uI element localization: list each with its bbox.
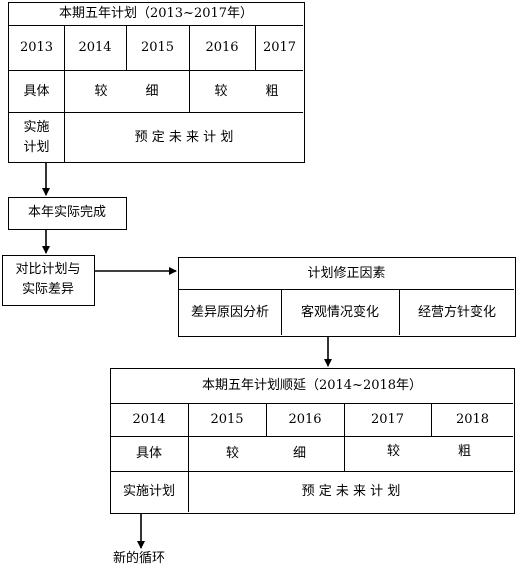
fine-char-1: 较 [94, 83, 108, 99]
divider [188, 472, 189, 512]
divider [255, 26, 256, 70]
divider [189, 26, 190, 70]
divider [179, 289, 514, 290]
compare-box: 对比计划与 实际差异 [2, 255, 95, 306]
top-plan-table: 本期五年计划（2013~2017年） 2013 2014 2015 2016 2… [8, 2, 305, 163]
factor-policy-change: 经营方针变化 [417, 304, 496, 320]
top-plan-label: 实施 计划 [9, 113, 64, 162]
bottom-plan-label: 实施计划 [122, 484, 175, 499]
bottom-year-2015: 2015 [210, 412, 244, 427]
coarse-char-2: 粗 [265, 83, 279, 99]
divider [64, 26, 65, 70]
fine-char-2: 细 [293, 446, 307, 461]
compare-label: 对比计划与 实际差异 [3, 256, 93, 304]
divider [111, 436, 513, 437]
divider [9, 25, 303, 26]
coarse-char-1: 较 [386, 444, 400, 459]
bottom-detail-label: 具体 [135, 446, 162, 461]
top-year-2016: 2016 [205, 40, 239, 55]
top-plan-text: 预 定 未 来 计 划 [134, 129, 234, 145]
divider [9, 70, 303, 71]
bottom-year-2018: 2018 [455, 412, 490, 427]
fine-char-2: 细 [145, 83, 159, 99]
compare-line-1: 对比计划与 [15, 262, 81, 277]
top-detail-label: 具体 [23, 83, 50, 99]
divider [111, 471, 513, 472]
revision-title: 计划修正因素 [307, 265, 386, 281]
divider [126, 26, 127, 70]
divider [266, 404, 267, 436]
bottom-detail-coarse: 较 粗 [345, 435, 513, 469]
compare-line-2: 实际差异 [21, 282, 74, 297]
plan-label-line-2: 计划 [23, 139, 50, 155]
divider [64, 71, 65, 112]
bottom-table-title: 本期五年计划顺延（2014~2018年） [201, 378, 423, 393]
divider [344, 404, 345, 436]
top-year-2014: 2014 [78, 40, 112, 55]
fine-char-1: 较 [225, 446, 239, 461]
new-cycle-label: 新的循环 [113, 551, 166, 566]
bottom-year-2017: 2017 [370, 412, 405, 427]
top-year-2015: 2015 [140, 40, 175, 55]
bottom-detail-fine: 较 细 [189, 437, 343, 471]
top-table-title: 本期五年计划（2013~2017年） [58, 6, 254, 21]
divider [188, 437, 189, 471]
divider [431, 404, 432, 436]
divider [9, 112, 303, 113]
coarse-char-2: 粗 [458, 444, 472, 459]
bottom-year-2014: 2014 [132, 412, 166, 427]
divider [344, 437, 345, 471]
factor-variance-analysis: 差异原因分析 [190, 304, 269, 320]
divider [188, 404, 189, 436]
annual-actual-label: 本年实际完成 [27, 205, 106, 220]
divider [189, 71, 190, 112]
top-detail-coarse: 较 粗 [190, 71, 303, 112]
bottom-plan-table: 本期五年计划顺延（2014~2018年） 2014 2015 2016 2017… [110, 368, 515, 514]
coarse-char-1: 较 [214, 83, 228, 99]
annual-actual-box: 本年实际完成 [8, 197, 127, 230]
top-year-2013: 2013 [19, 40, 54, 55]
revision-factors-box: 计划修正因素 差异原因分析 客观情况变化 经营方针变化 [178, 257, 516, 337]
plan-label-line-1: 实施 [23, 119, 50, 135]
top-detail-fine: 较 细 [65, 71, 188, 112]
top-year-2017: 2017 [262, 40, 297, 55]
divider [64, 113, 65, 162]
bottom-year-2016: 2016 [288, 412, 322, 427]
divider [111, 403, 513, 404]
divider [399, 290, 400, 335]
divider [281, 290, 282, 335]
bottom-plan-text: 预 定 未 来 计 划 [301, 484, 401, 499]
factor-objective-change: 客观情况变化 [300, 304, 379, 320]
